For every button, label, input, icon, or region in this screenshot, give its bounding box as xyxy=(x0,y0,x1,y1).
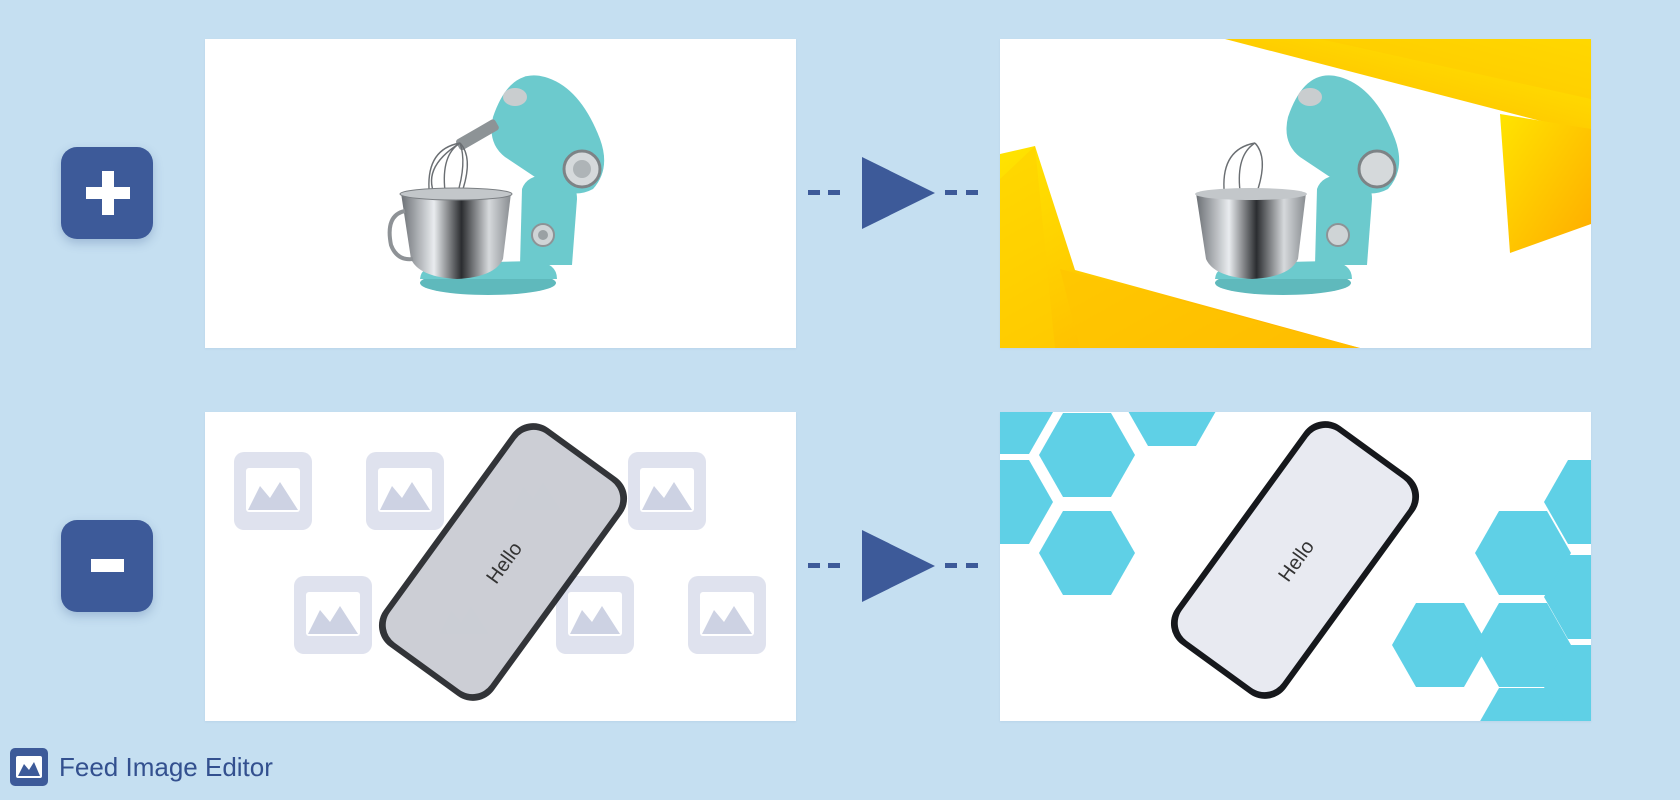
after-image-mixer xyxy=(1000,39,1591,348)
minus-icon xyxy=(91,559,124,572)
app-name: Feed Image Editor xyxy=(59,751,273,782)
after-image-phone: Hello xyxy=(1000,412,1591,721)
arrow-right-icon xyxy=(808,157,978,229)
hexagon-background: Hello xyxy=(1000,412,1591,721)
before-image-mixer xyxy=(205,39,796,348)
transform-arrow xyxy=(805,526,990,606)
phone-mockup: Hello xyxy=(1170,421,1420,699)
phone-mockup: Hello xyxy=(378,423,628,701)
remove-button[interactable] xyxy=(61,520,153,612)
app-logo-icon xyxy=(10,748,48,786)
yellow-frame-background xyxy=(1000,39,1591,348)
before-image-phone: Hello xyxy=(205,412,796,721)
image-placeholders: Hello xyxy=(234,423,766,701)
plus-icon xyxy=(86,171,130,215)
transform-arrow xyxy=(805,153,990,233)
app-footer: Feed Image Editor xyxy=(10,747,273,787)
stand-mixer-image xyxy=(387,75,605,295)
arrow-right-icon xyxy=(808,530,978,602)
add-button[interactable] xyxy=(61,147,153,239)
